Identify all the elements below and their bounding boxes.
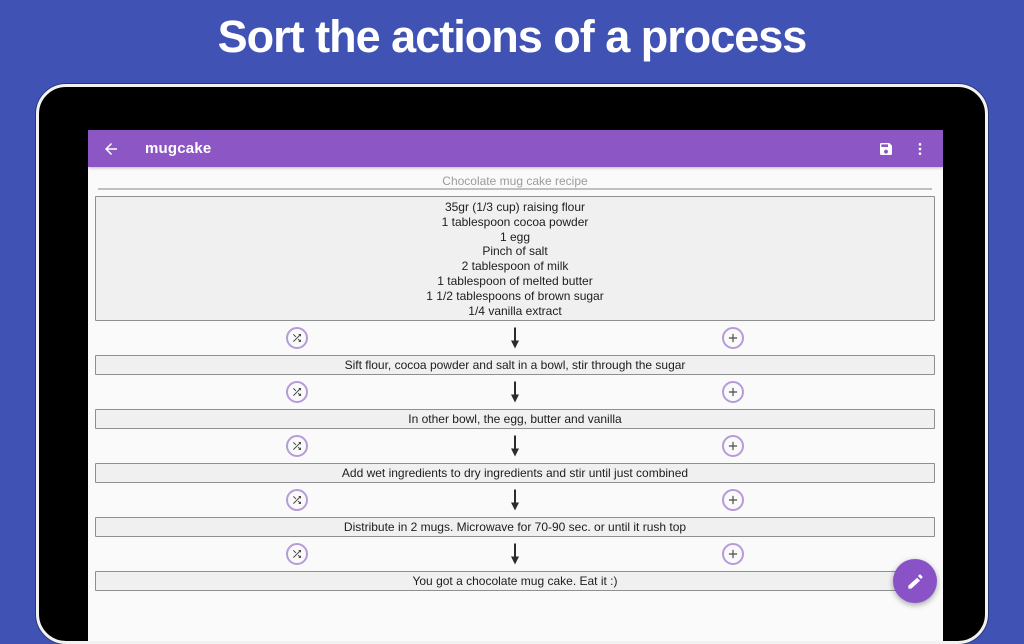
down-arrow-icon <box>508 489 522 512</box>
ingredient-line: 1 tablespoon cocoa powder <box>441 214 589 229</box>
add-step-icon[interactable] <box>722 543 745 566</box>
ingredient-line: 2 tablespoon of milk <box>461 259 569 274</box>
step-text: In other bowl, the egg, butter and vanil… <box>408 412 622 427</box>
process-title-field[interactable]: Chocolate mug cake recipe <box>98 167 932 190</box>
overflow-menu-icon[interactable] <box>910 139 930 159</box>
connector-row <box>95 321 935 355</box>
ingredient-line: 1 1/2 tablespoons of brown sugar <box>426 288 604 303</box>
step-box[interactable]: Sift flour, cocoa powder and salt in a b… <box>95 355 935 376</box>
toolbar-title: mugcake <box>145 140 212 157</box>
add-step-icon[interactable] <box>722 327 745 350</box>
ingredient-line: 1 tablespoon of melted butter <box>437 273 593 288</box>
down-arrow-icon <box>508 381 522 404</box>
save-icon[interactable] <box>876 139 896 159</box>
connector-row <box>95 375 935 409</box>
step-box[interactable]: Add wet ingredients to dry ingredients a… <box>95 463 935 484</box>
process-editor: Chocolate mug cake recipe 35gr (1/3 cup)… <box>88 167 943 592</box>
connector-row <box>95 537 935 571</box>
shuffle-icon[interactable] <box>285 381 308 404</box>
step-text: You got a chocolate mug cake. Eat it :) <box>412 574 618 589</box>
steps-list: Sift flour, cocoa powder and salt in a b… <box>95 321 935 592</box>
step-text: Sift flour, cocoa powder and salt in a b… <box>344 358 686 373</box>
add-step-icon[interactable] <box>722 435 745 458</box>
step-box[interactable]: You got a chocolate mug cake. Eat it :) <box>95 571 935 592</box>
edit-fab[interactable] <box>893 559 937 603</box>
connector-row <box>95 483 935 517</box>
step-text: Add wet ingredients to dry ingredients a… <box>341 466 689 481</box>
add-step-icon[interactable] <box>722 381 745 404</box>
app-screen: mugcake Chocolate mug cake recipe <box>88 130 943 641</box>
shuffle-icon[interactable] <box>285 543 308 566</box>
connector-row <box>95 429 935 463</box>
ingredients-box[interactable]: 35gr (1/3 cup) raising flour 1 tablespoo… <box>95 196 935 322</box>
shuffle-icon[interactable] <box>285 489 308 512</box>
app-toolbar: mugcake <box>88 130 943 167</box>
down-arrow-icon <box>508 435 522 458</box>
page-title: Sort the actions of a process <box>217 11 808 62</box>
step-box[interactable]: In other bowl, the egg, butter and vanil… <box>95 409 935 430</box>
step-box[interactable]: Distribute in 2 mugs. Microwave for 70-9… <box>95 517 935 538</box>
pencil-icon <box>906 572 925 591</box>
step-text: Distribute in 2 mugs. Microwave for 70-9… <box>343 520 687 535</box>
ingredient-line: 1 egg <box>499 229 531 244</box>
toolbar-actions <box>876 139 930 159</box>
ingredient-line: Pinch of salt <box>482 244 548 259</box>
shuffle-icon[interactable] <box>285 435 308 458</box>
ingredient-line: 1/4 vanilla extract <box>468 303 562 318</box>
ingredient-line: 35gr (1/3 cup) raising flour <box>444 200 586 214</box>
add-step-icon[interactable] <box>722 489 745 512</box>
down-arrow-icon <box>508 543 522 566</box>
tablet-frame: mugcake Chocolate mug cake recipe <box>36 84 988 644</box>
shuffle-icon[interactable] <box>285 327 308 350</box>
back-icon[interactable] <box>101 139 121 159</box>
down-arrow-icon <box>508 327 522 350</box>
process-title-text: Chocolate mug cake recipe <box>442 174 588 188</box>
